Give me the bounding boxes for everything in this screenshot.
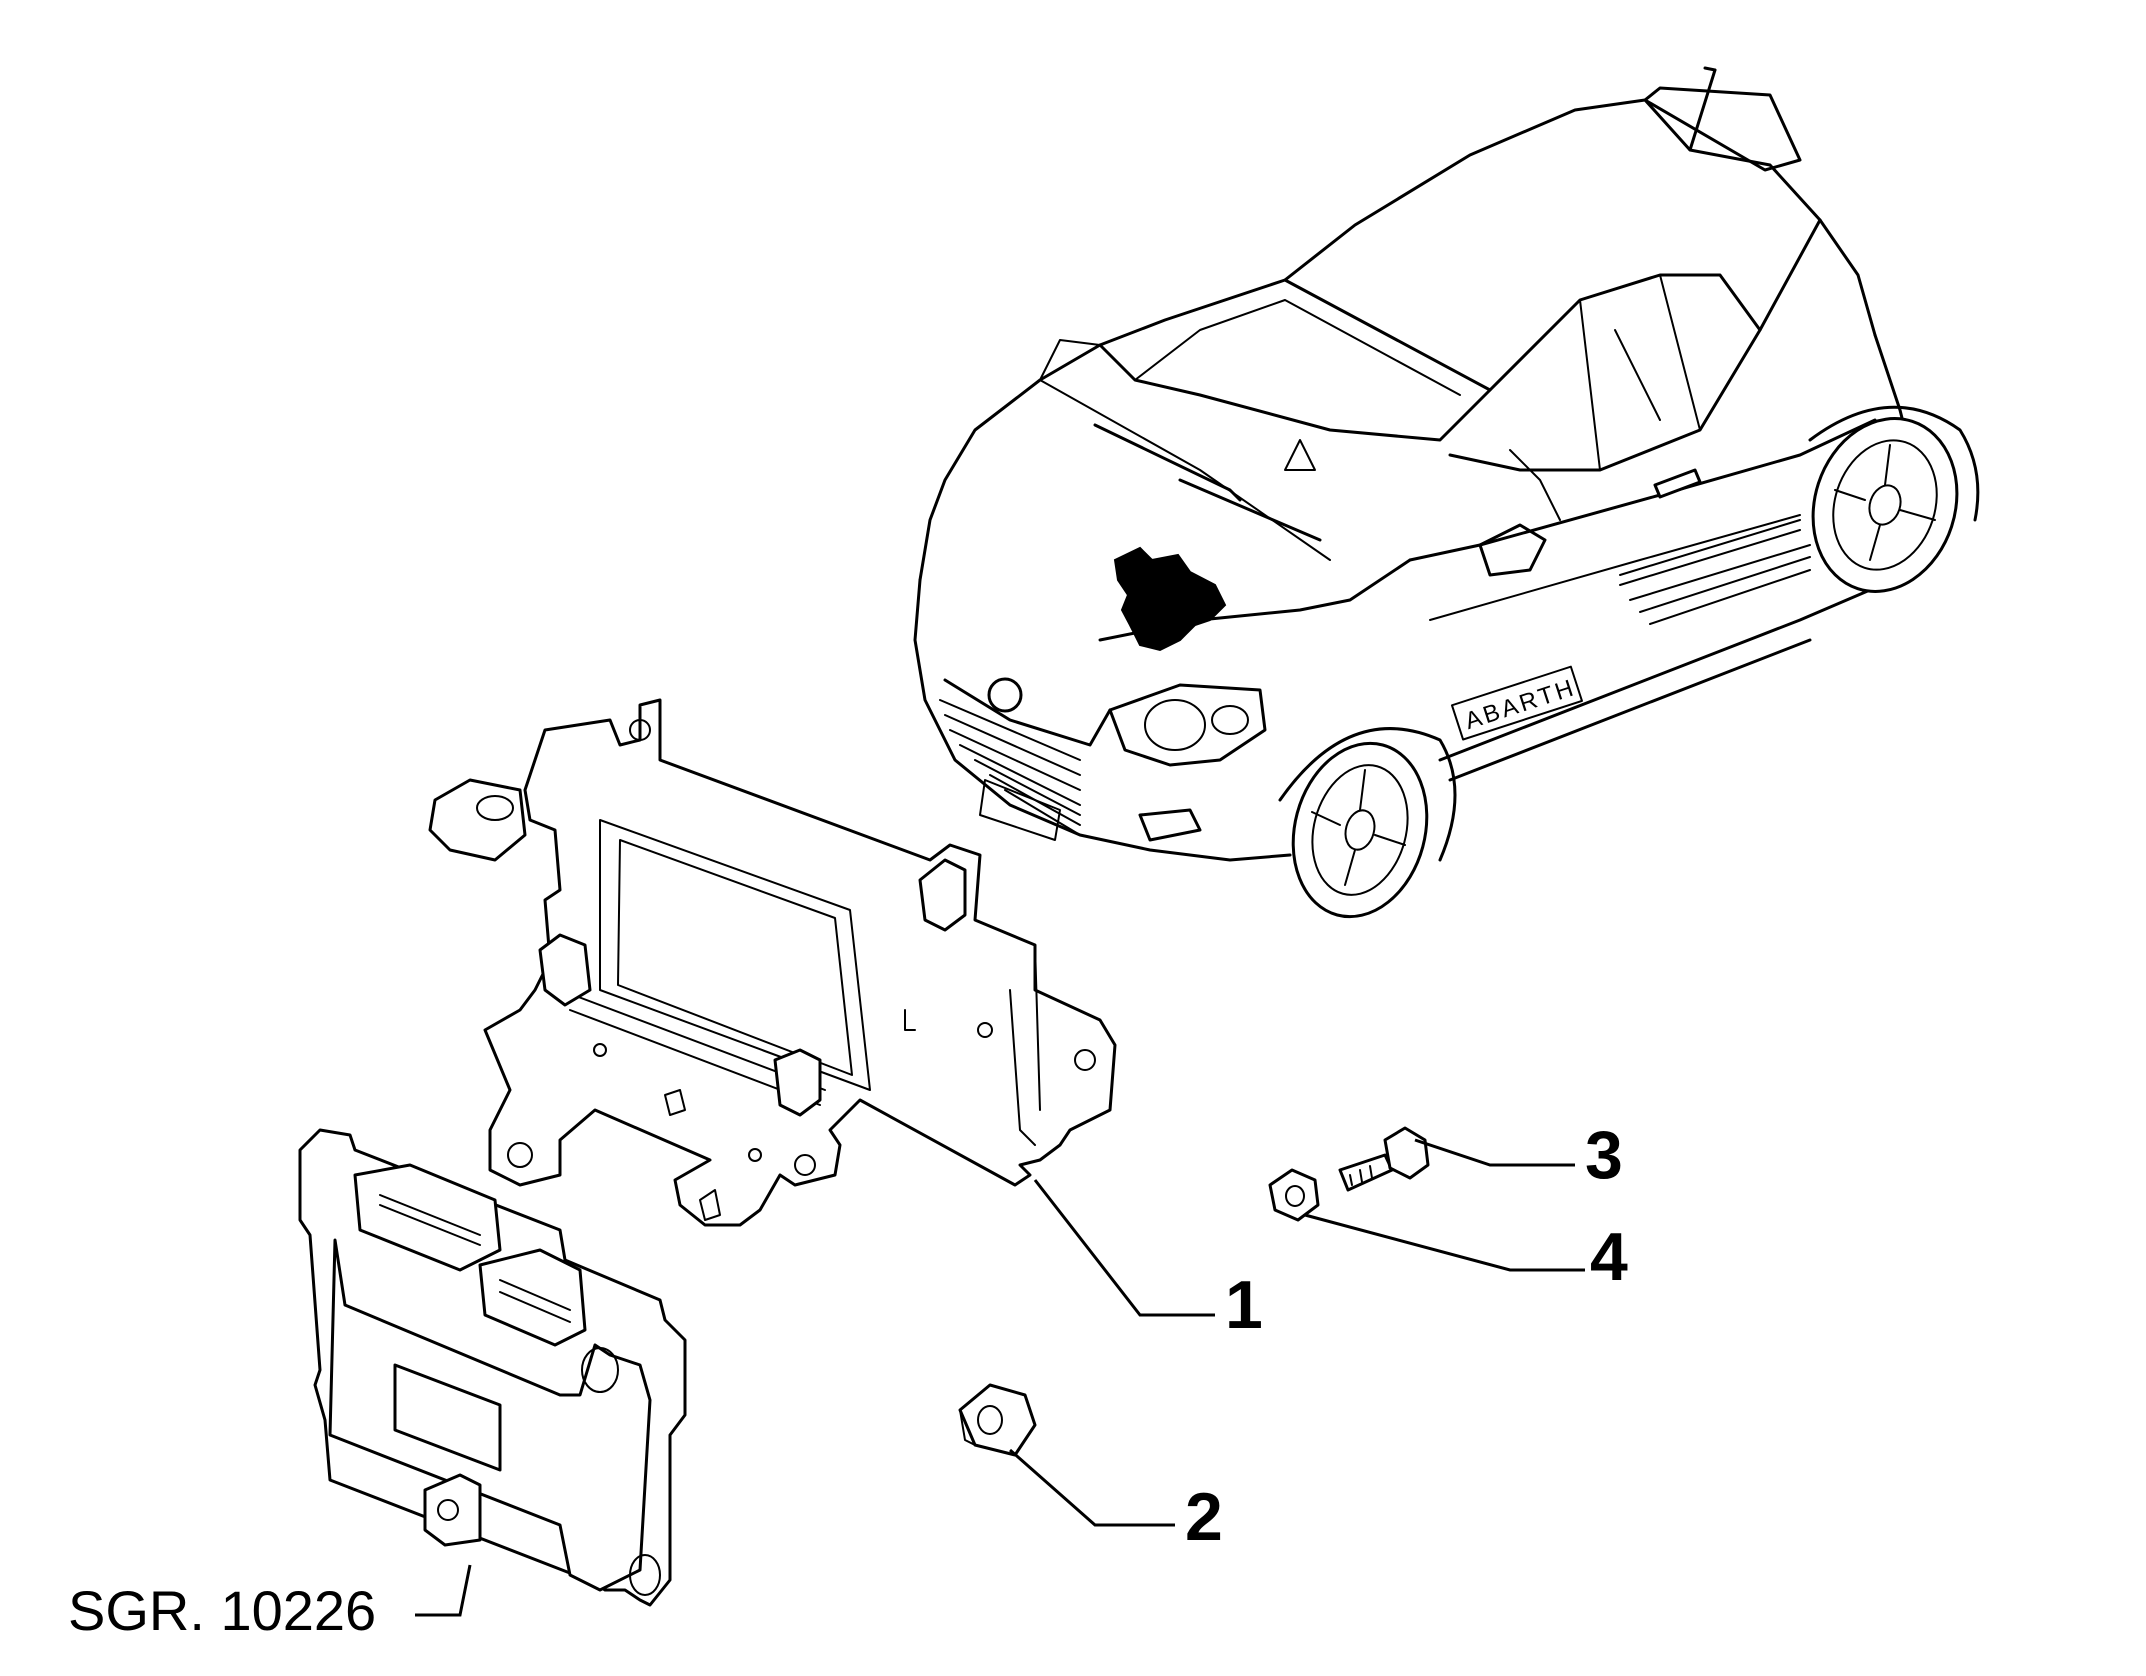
- control-unit-icon: [298, 1128, 687, 1607]
- leader-line-3: [1414, 1138, 1575, 1167]
- side-stripe-icon: [1619, 519, 1811, 625]
- sgr-reference-label: SGR. 10226: [68, 1579, 376, 1642]
- front-grille-icon: [939, 699, 1081, 836]
- front-wheel-icon: [1278, 727, 1457, 919]
- callout-1: 1: [1225, 1267, 1263, 1343]
- hex-nut-icon: [1268, 1168, 1320, 1222]
- headlight-icon: [1108, 683, 1267, 767]
- callout-3: 3: [1585, 1117, 1623, 1193]
- flange-nut-icon: [958, 1383, 1037, 1457]
- rear-wheel-icon: [1808, 405, 1980, 593]
- leader-line-2: [1009, 1448, 1175, 1527]
- ecu-location-marker-icon: [1113, 546, 1227, 652]
- bracket-icon: [428, 698, 1117, 1227]
- callout-4: 4: [1590, 1219, 1628, 1295]
- callout-2: 2: [1185, 1479, 1223, 1555]
- leader-line-4: [1304, 1213, 1585, 1272]
- front-emblem-icon: [987, 677, 1023, 713]
- bolt-icon: [1338, 1126, 1430, 1192]
- leader-line-1: [1033, 1179, 1215, 1317]
- leader-lines: [415, 1138, 1585, 1617]
- car-illustration-icon: ABARTH: [913, 66, 1980, 919]
- leader-line-ref: [415, 1564, 472, 1617]
